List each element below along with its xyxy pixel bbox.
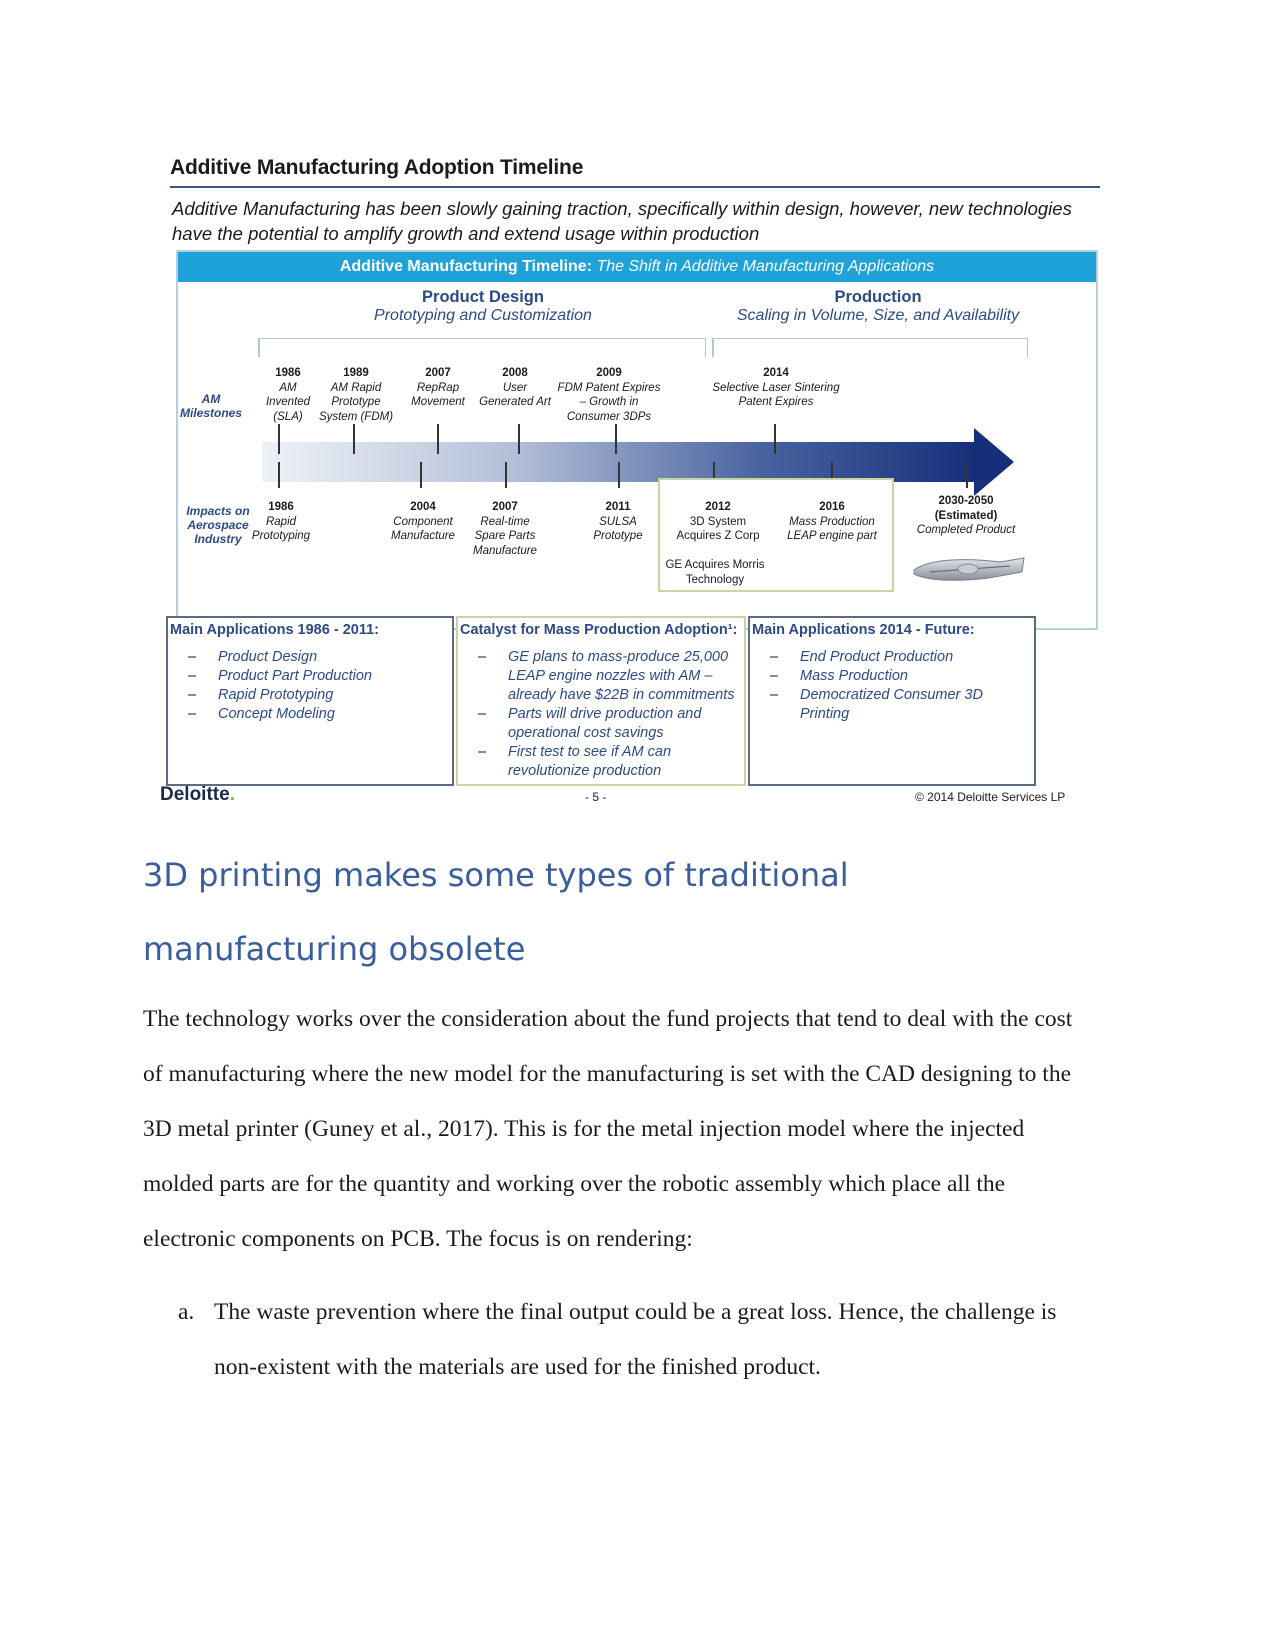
timeline-banner: Additive Manufacturing Timeline: The Shi… [178,252,1096,282]
applications-title: Main Applications 1986 - 2011: [170,622,379,638]
impact-tick [713,462,715,488]
section-heading-line-1: 3D printing makes some types of traditio… [143,856,849,894]
milestone-tick [774,424,776,454]
applications-box-early: Main Applications 1986 - 2011: Product D… [166,616,454,786]
phase-title: Production [834,288,922,306]
list-item: GE plans to mass-produce 25,000 LEAP eng… [478,648,740,705]
milestone-tick [437,424,439,454]
impact: 2012 3D System Acquires Z Corp [676,501,760,542]
impact-tick [278,462,280,488]
phase-bracket-design [258,338,706,357]
impact: 1986 Rapid Prototyping [251,501,311,542]
figure-title: Additive Manufacturing Adoption Timeline [170,156,584,179]
impact-tick [505,462,507,488]
phase-subtitle: Scaling in Volume, Size, and Availabilit… [736,307,1020,324]
milestone: 2007 RepRap Movement [411,367,465,408]
impact: 2004 Component Manufacture [391,501,455,542]
timeline-arrowhead [974,428,1014,496]
impact: 2030-2050 (Estimated) Completed Product [916,495,1016,536]
list-item: Democratized Consumer 3D Printing [770,686,1000,724]
list-item: Product Part Production [188,667,372,686]
impact-tick [420,462,422,488]
banner-italic: The Shift in Additive Manufacturing Appl… [596,258,935,275]
impact-tick [831,462,833,488]
impact-highlight-box [658,478,894,592]
phase-subtitle: Prototyping and Customization [374,307,592,324]
phase-title: Product Design [422,288,544,306]
impact-note: GE Acquires Morris Technology [665,559,765,586]
row-label-milestones: AM Milestones [179,392,242,420]
banner-bold: Additive Manufacturing Timeline: [339,258,593,275]
applications-list: End Product Production Mass Production D… [770,648,1000,724]
milestone-tick [353,424,355,454]
applications-box-future: Main Applications 2014 - Future: End Pro… [748,616,1036,786]
applications-list: GE plans to mass-produce 25,000 LEAP eng… [478,648,740,781]
list-marker: a. [178,1299,195,1325]
body-paragraph: The technology works over the considerat… [143,1006,1073,1252]
applications-title: Catalyst for Mass Production Adoption¹: [460,622,738,638]
impact: 2016 Mass Production LEAP engine part [787,501,877,542]
timeline-figure: Additive Manufacturing Adoption Timeline… [160,150,1120,850]
milestone-tick [518,424,520,454]
list-item: End Product Production [770,648,1000,667]
list-item: Product Design [188,648,372,667]
list-item: Parts will drive production and operatio… [478,705,740,743]
list-item-text: The waste prevention where the final out… [214,1299,1057,1380]
list-item: First test to see if AM can revolutioniz… [478,743,740,781]
aircraft-part-image [913,557,1025,581]
row-label-impacts: Impacts on Aerospace Industry [186,504,250,546]
milestone: 1986 AM Invented (SLA) [265,367,311,423]
milestone: 1989 AM Rapid Prototype System (FDM) [318,367,394,423]
applications-list: Product Design Product Part Production R… [188,648,372,724]
impact: 2011 SULSA Prototype [593,501,643,542]
list-item: Mass Production [770,667,1000,686]
deloitte-logo: Deloitte. [160,784,235,805]
phase-production: Production Scaling in Volume, Size, and … [708,288,1048,325]
list-item: Rapid Prototyping [188,686,372,705]
slide-page-number: - 5 - [585,790,607,804]
section-heading-line-2: manufacturing obsolete [143,930,526,968]
impact-tick [618,462,620,488]
milestone: 2008 User Generated Art [479,367,551,408]
milestone: 2009 FDM Patent Expires – Growth in Cons… [557,367,661,423]
title-rule [170,186,1100,188]
applications-box-catalyst: Catalyst for Mass Production Adoption¹: … [456,616,746,786]
timeline-panel: Additive Manufacturing Timeline: The Shi… [176,250,1098,630]
slide-copyright: © 2014 Deloitte Services LP [915,790,1066,804]
milestone-tick [278,424,280,454]
milestone-tick [615,424,617,454]
milestone: 2014 Selective Laser Sintering Patent Ex… [712,367,840,408]
phase-product-design: Product Design Prototyping and Customiza… [318,288,648,325]
phase-bracket-production [712,338,1028,357]
applications-title: Main Applications 2014 - Future: [752,622,975,638]
list-item-a: a. The waste prevention where the final … [178,1285,1078,1395]
impact-tick [966,462,968,488]
impact: 2007 Real-time Spare Parts Manufacture [473,501,537,557]
list-item: Concept Modeling [188,705,372,724]
figure-subtitle: Additive Manufacturing has been slowly g… [172,198,1072,244]
